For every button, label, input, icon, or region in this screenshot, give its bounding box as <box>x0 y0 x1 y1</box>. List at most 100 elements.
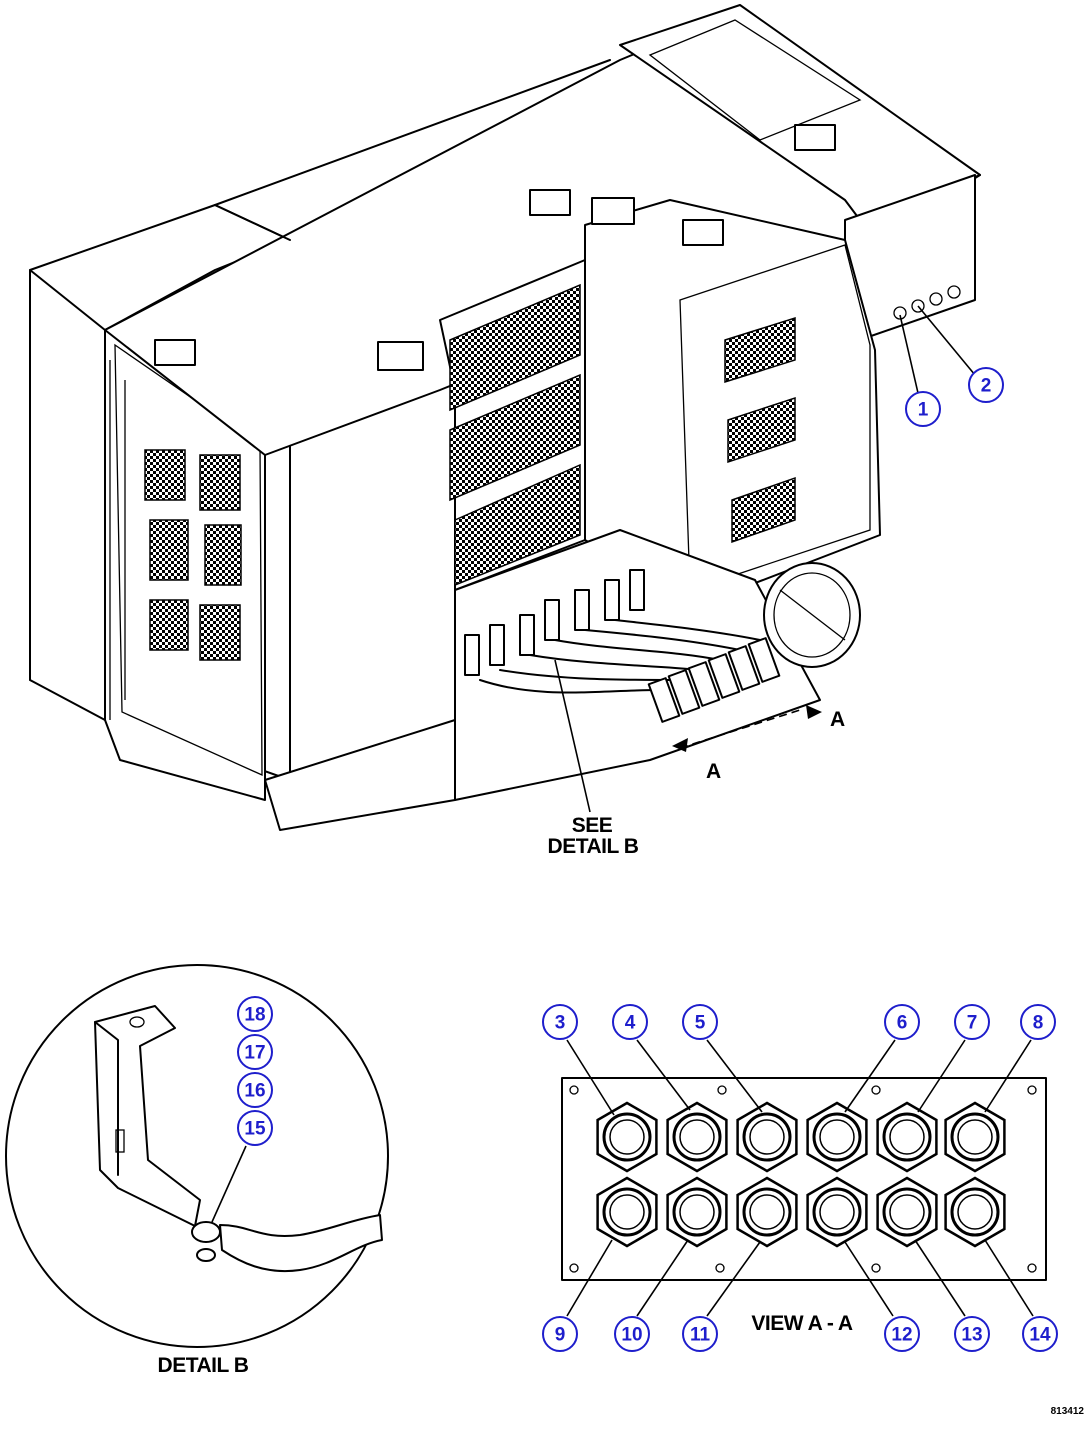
detail-b-leader <box>554 659 591 813</box>
connector-port <box>911 299 925 313</box>
section-marker: A A <box>672 705 846 783</box>
lifting-bracket <box>154 339 196 366</box>
cable-glands <box>596 1101 1006 1248</box>
interior-panel <box>204 524 242 586</box>
vent-grille <box>454 463 581 587</box>
callout-7: 7 <box>954 1004 990 1040</box>
callout-5: 5 <box>682 1004 718 1040</box>
lifting-bracket <box>682 219 724 246</box>
callout-17: 17 <box>237 1034 273 1070</box>
vent-grille <box>449 373 581 502</box>
svg-text:13: 13 <box>961 1325 982 1346</box>
vent-grille <box>724 316 796 384</box>
svg-text:16: 16 <box>244 1081 265 1102</box>
callout-3: 3 <box>542 1004 578 1040</box>
callout-15: 15 <box>237 1110 273 1146</box>
base-rail <box>264 719 456 831</box>
svg-text:17: 17 <box>244 1043 265 1064</box>
roof-edge <box>214 204 291 241</box>
view-a-a: 3 4 5 6 7 8 9 10 11 12 13 14 VIEW A - A <box>542 1004 1058 1352</box>
interior-panel <box>199 454 241 511</box>
cable-gland <box>736 1101 798 1173</box>
cabinet-assembly <box>29 4 981 831</box>
callout-12: 12 <box>884 1316 920 1352</box>
connector-port <box>929 292 943 306</box>
cable-gland <box>876 1176 938 1248</box>
svg-text:12: 12 <box>891 1325 912 1346</box>
svg-text:8: 8 <box>1033 1013 1044 1034</box>
svg-text:14: 14 <box>1029 1325 1051 1346</box>
vent-grille <box>449 283 581 412</box>
svg-text:5: 5 <box>695 1013 706 1034</box>
cable-gland <box>944 1176 1006 1248</box>
cable-gland <box>944 1101 1006 1173</box>
svg-text:2: 2 <box>981 376 992 397</box>
callout-14: 14 <box>1022 1316 1058 1352</box>
callout-16: 16 <box>237 1072 273 1108</box>
vent-grille <box>727 396 796 464</box>
cable-gland <box>806 1101 868 1173</box>
callout-13: 13 <box>954 1316 990 1352</box>
cable-gland <box>596 1176 658 1248</box>
section-label-a-right: A <box>830 708 845 731</box>
callout-10: 10 <box>614 1316 650 1352</box>
callout-2: 2 <box>968 367 1004 403</box>
lifting-bracket <box>377 341 424 371</box>
cable-gland <box>596 1101 658 1173</box>
figure-code: 813412 <box>1051 1406 1085 1417</box>
interior-panel <box>149 519 189 581</box>
svg-text:7: 7 <box>967 1013 978 1034</box>
callout-11: 11 <box>682 1316 718 1352</box>
ground-cable <box>219 1214 383 1272</box>
vent-grille <box>731 476 796 544</box>
interior-panel <box>144 449 186 501</box>
lifting-brackets <box>154 124 836 371</box>
callout-4: 4 <box>612 1004 648 1040</box>
svg-text:4: 4 <box>625 1013 636 1034</box>
right-panel-door <box>679 244 871 591</box>
callout-6: 6 <box>884 1004 920 1040</box>
interior-panel <box>149 599 189 651</box>
detail-b: 18 17 16 15 <box>5 964 389 1348</box>
cable-gland <box>736 1176 798 1248</box>
svg-text:3: 3 <box>555 1013 566 1034</box>
svg-text:1: 1 <box>918 400 929 421</box>
svg-text:9: 9 <box>555 1325 566 1346</box>
air-duct-inner <box>773 572 851 658</box>
upper-box-lid <box>648 19 862 141</box>
cable-gland <box>806 1176 868 1248</box>
cable-clamps <box>464 569 645 676</box>
connector-port <box>893 306 907 320</box>
lifting-bracket <box>529 189 571 216</box>
svg-text:6: 6 <box>897 1013 908 1034</box>
interior-panel <box>199 604 241 661</box>
callout-18: 18 <box>237 996 273 1032</box>
roof-edge <box>214 59 611 206</box>
lifting-bracket <box>794 124 836 151</box>
svg-text:18: 18 <box>244 1005 265 1026</box>
svg-text:15: 15 <box>244 1119 266 1140</box>
svg-text:11: 11 <box>690 1325 711 1346</box>
connector-glands <box>647 637 781 723</box>
see-label: SEE <box>572 814 613 837</box>
cable-gland <box>666 1101 728 1173</box>
cable-gland <box>666 1176 728 1248</box>
connector-port <box>947 285 961 299</box>
detail-b-circle <box>5 964 389 1348</box>
bolt <box>191 1221 221 1243</box>
ground-bracket <box>94 1005 201 1227</box>
callout-1: 1 <box>905 391 941 427</box>
detail-b-title: DETAIL B <box>158 1354 249 1377</box>
svg-text:10: 10 <box>621 1325 642 1346</box>
nut <box>196 1248 216 1262</box>
callout-9: 9 <box>542 1316 578 1352</box>
view-a-a-title: VIEW A - A <box>751 1312 852 1335</box>
callout-8: 8 <box>1020 1004 1056 1040</box>
section-label-a-left: A <box>706 760 721 783</box>
left-enclosure-side <box>29 269 106 721</box>
lifting-bracket <box>591 197 635 225</box>
cable-gland <box>876 1101 938 1173</box>
detail-b-reference: DETAIL B <box>548 835 639 858</box>
